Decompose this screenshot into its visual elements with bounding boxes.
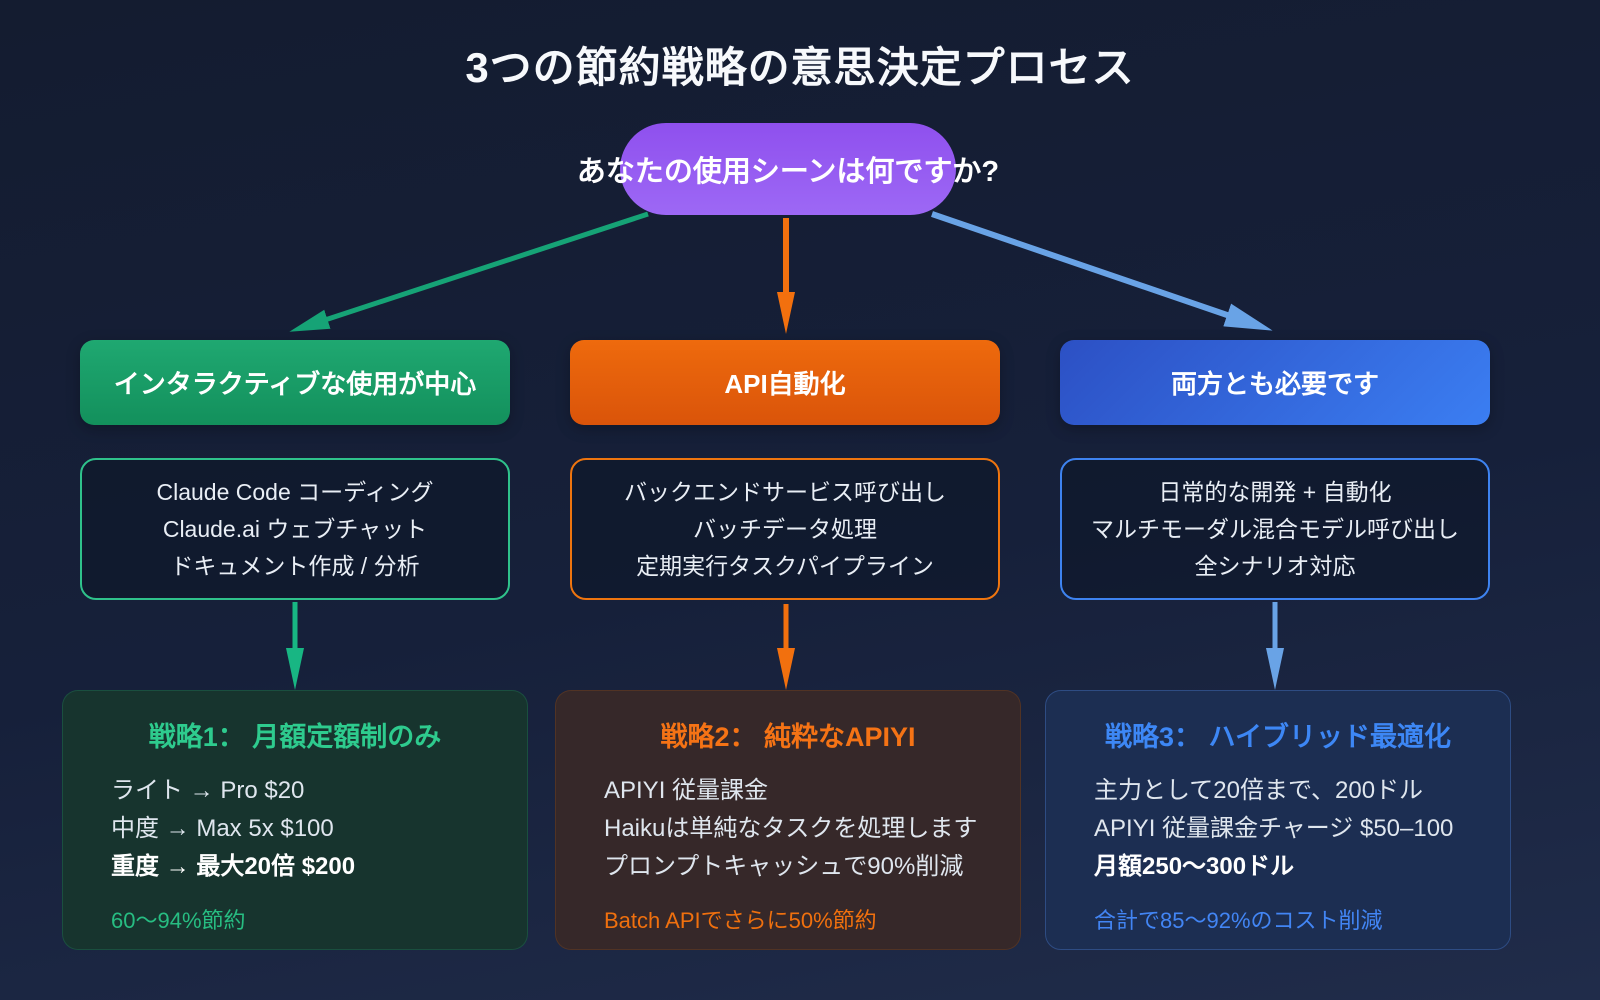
diagram-title: 3つの節約戦略の意思決定プロセス xyxy=(465,44,1135,91)
detail-line: バックエンドサービス呼び出し xyxy=(624,478,946,505)
arrow-detail-to-strategy2-head xyxy=(777,648,795,690)
branch-details-both-needed: 日常的な開発 + 自動化 マルチモーダル混合モデル呼び出し 全シナリオ対応 xyxy=(1060,458,1490,600)
strategy-card-1: 戦略1： 月額定額制のみ ライト → Pro $20 中度 → Max 5x $… xyxy=(62,690,528,950)
arrow-root-to-both xyxy=(931,211,1273,331)
detail-line: Claude.ai ウェブチャット xyxy=(162,515,428,542)
arrow-detail-to-strategy3-head xyxy=(1266,648,1284,690)
strategy-line: APIYI 従量課金チャージ $50–100 xyxy=(1094,815,1454,842)
strategy-card-2: 戦略2： 純粋なAPIYI APIYI 従量課金 Haikuは単純なタスクを処理… xyxy=(555,690,1021,950)
strategy-line: 重度 → 最大20倍 $200 xyxy=(111,853,356,880)
arrow-root-to-api-head xyxy=(777,292,795,334)
strategy-line: ライト → Pro $20 xyxy=(111,777,305,804)
detail-line: Claude Code コーディング xyxy=(156,478,434,505)
strategy-line: 中度 → Max 5x $100 xyxy=(111,815,334,842)
root-question-label: あなたの使用シーンは何ですか? xyxy=(576,156,1000,188)
strategy-card-title: 戦略1： 月額定額制のみ xyxy=(148,722,442,752)
detail-line: 全シナリオ対応 xyxy=(1194,552,1356,579)
strategy-line: APIYI 従量課金 xyxy=(604,777,769,804)
strategy-card-3: 戦略3： ハイブリッド最適化 主力として20倍まで、200ドル APIYI 従量… xyxy=(1045,690,1511,950)
strategy-line: Haikuは単純なタスクを処理します xyxy=(604,815,978,842)
detail-line: ドキュメント作成 / 分析 xyxy=(170,552,420,579)
strategy-card-title: 戦略2： 純粋なAPIYI xyxy=(660,722,916,752)
strategy-line: プロンプトキャッシュで90%削減 xyxy=(604,853,964,880)
strategy-line: 主力として20倍まで、200ドル xyxy=(1094,777,1424,804)
strategy-highlight: 60〜94%節約 xyxy=(111,908,246,933)
detail-line: 定期実行タスクパイプライン xyxy=(636,552,934,579)
strategy-line: 月額250〜300ドル xyxy=(1094,853,1295,880)
detail-line: マルチモーダル混合モデル呼び出し xyxy=(1091,515,1459,542)
strategy-highlight: Batch APIでさらに50%節約 xyxy=(604,908,877,933)
branch-header-both-needed: 両方とも必要です xyxy=(1060,340,1490,425)
root-question-node: あなたの使用シーンは何ですか? xyxy=(577,123,999,215)
branch-details-api-automation: バックエンドサービス呼び出し バッチデータ処理 定期実行タスクパイプライン xyxy=(570,458,1000,600)
arrow-root-to-interactive xyxy=(289,211,649,332)
branch-details-interactive: Claude Code コーディング Claude.ai ウェブチャット ドキュ… xyxy=(80,458,510,600)
detail-line: バッチデータ処理 xyxy=(693,515,877,542)
strategy-card-title: 戦略3： ハイブリッド最適化 xyxy=(1105,722,1451,752)
branch-header-api-automation: API自動化 xyxy=(570,340,1000,425)
branch-header-interactive: インタラクティブな使用が中心 xyxy=(80,340,510,425)
strategy-highlight: 合計で85〜92%のコスト削減 xyxy=(1094,908,1383,933)
arrow-detail-to-strategy1-head xyxy=(286,648,304,690)
detail-line: 日常的な開発 + 自動化 xyxy=(1158,478,1392,505)
